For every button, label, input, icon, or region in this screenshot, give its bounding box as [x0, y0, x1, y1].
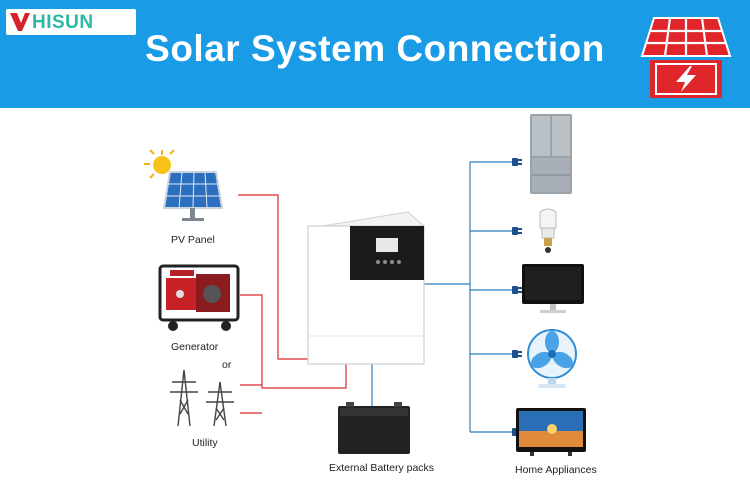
computer-monitor-icon	[522, 264, 584, 313]
connection-diagram	[144, 114, 586, 456]
light-bulb-icon	[539, 208, 557, 253]
logo-text: HISUN	[32, 12, 94, 33]
inverter-icon	[307, 211, 426, 365]
television-icon	[516, 408, 586, 456]
utility-label: Utility	[192, 437, 218, 449]
battery-label: External Battery packs	[329, 462, 435, 474]
pv-panel-label: PV Panel	[171, 234, 215, 246]
brand-logo: HISUN	[6, 9, 136, 35]
battery-icon	[338, 402, 410, 454]
electric-fan-icon	[527, 329, 577, 388]
home-appliances-label: Home Appliances	[515, 464, 597, 476]
ac-wiring	[371, 161, 513, 433]
solar-house-icon	[640, 17, 732, 98]
refrigerator-icon	[530, 114, 572, 194]
header-banner: HISUN Solar System Connection	[0, 0, 750, 108]
dc-wiring	[238, 194, 347, 414]
logo-mark-icon	[10, 13, 30, 31]
pv-panel-icon	[144, 149, 224, 221]
generator-label: Generator	[171, 341, 219, 353]
utility-pylon-icon	[170, 369, 234, 427]
page-title: Solar System Connection	[145, 28, 605, 69]
generator-icon	[158, 264, 240, 331]
or-label: or	[222, 359, 232, 371]
plug-icons	[512, 158, 522, 436]
